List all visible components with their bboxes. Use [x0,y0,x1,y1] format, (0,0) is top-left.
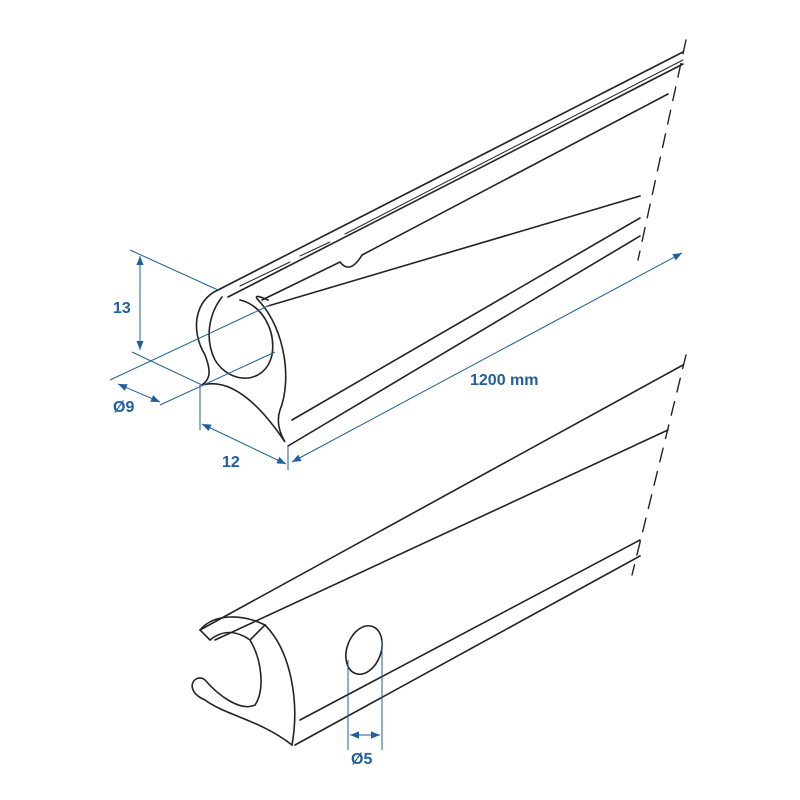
lower-profile [191,364,684,746]
height-label: 13 [113,300,131,317]
break-lines [631,39,687,576]
upper-profile [195,51,684,447]
inner-diameter-label: Ø9 [113,399,134,416]
mounting-hole [345,624,383,676]
length-label: 1200 mm [470,372,539,389]
width-label: 12 [222,454,240,471]
hole-diameter-label: Ø5 [351,751,372,768]
